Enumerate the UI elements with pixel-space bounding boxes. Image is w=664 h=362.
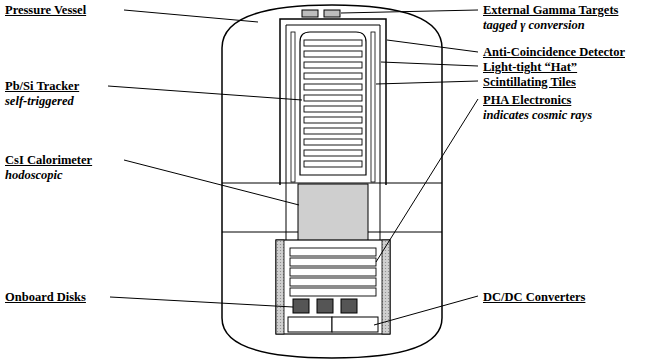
tracker-plate — [304, 95, 362, 101]
leader-line — [124, 10, 258, 22]
pha-board — [290, 258, 376, 266]
part-label: PHA Electronics — [483, 93, 571, 107]
part-note: indicates cosmic rays — [483, 108, 592, 122]
dcdc-converter — [288, 317, 332, 332]
dcdc-converter — [332, 317, 378, 332]
tracker-plate — [304, 139, 362, 145]
tracker-plate — [304, 117, 362, 123]
onboard-disk — [341, 299, 357, 313]
tracker-plate — [304, 62, 362, 68]
part-note: tagged γ conversion — [483, 18, 585, 32]
part-label: Pressure Vessel — [5, 3, 86, 17]
leader-line — [381, 62, 478, 66]
tracker-plate — [304, 73, 362, 79]
electronics-wall — [276, 240, 284, 334]
pha-board — [290, 288, 376, 296]
support-leg — [380, 185, 381, 240]
leader-line — [387, 40, 478, 52]
electronics-wall — [382, 240, 390, 334]
part-label: CsI Calorimeter — [5, 153, 92, 167]
scintillating-tile — [291, 32, 295, 182]
support-leg — [286, 185, 287, 240]
tracker-plates — [304, 40, 362, 167]
vessel-band — [222, 183, 442, 184]
pha-board — [290, 248, 376, 256]
scintillating-tile — [371, 32, 375, 182]
part-label: Anti-Coincidence Detector — [483, 45, 625, 59]
leader-lines — [108, 10, 478, 325]
leader-line — [376, 81, 478, 84]
leader-line — [110, 297, 293, 307]
leader-line — [341, 10, 478, 13]
csi-calorimeter — [298, 184, 368, 242]
gamma-target — [324, 10, 340, 17]
part-label: External Gamma Targets — [483, 3, 618, 17]
tracker-plate — [304, 150, 362, 156]
pha-board — [290, 268, 376, 276]
part-label: DC/DC Converters — [483, 290, 585, 304]
anti-coincidence-frame — [280, 19, 386, 185]
pha-boards — [290, 248, 376, 296]
tracker-plate — [304, 128, 362, 134]
light-tight-hat — [286, 25, 380, 185]
tracker-plate — [304, 51, 362, 57]
leader-line — [124, 160, 299, 205]
part-note: self-triggered — [5, 94, 74, 108]
tracker-plate — [304, 161, 362, 167]
pha-board — [290, 278, 376, 286]
gamma-target — [302, 10, 318, 17]
onboard-disk — [317, 299, 333, 313]
tracker-plate — [304, 106, 362, 112]
part-label: Onboard Disks — [5, 290, 86, 304]
part-label: Pb/Si Tracker — [5, 79, 79, 93]
electronics-box — [276, 240, 390, 334]
leader-line — [108, 86, 302, 100]
tracker-plate — [304, 84, 362, 90]
part-note: hodoscopic — [5, 168, 63, 182]
onboard-disk — [293, 299, 309, 313]
part-label: Scintillating Tiles — [483, 75, 576, 89]
part-label: Light-tight “Hat” — [483, 60, 577, 74]
tracker-housing — [300, 32, 366, 175]
leader-line — [376, 99, 478, 262]
tracker-plate — [304, 40, 362, 46]
leader-line — [374, 296, 478, 325]
